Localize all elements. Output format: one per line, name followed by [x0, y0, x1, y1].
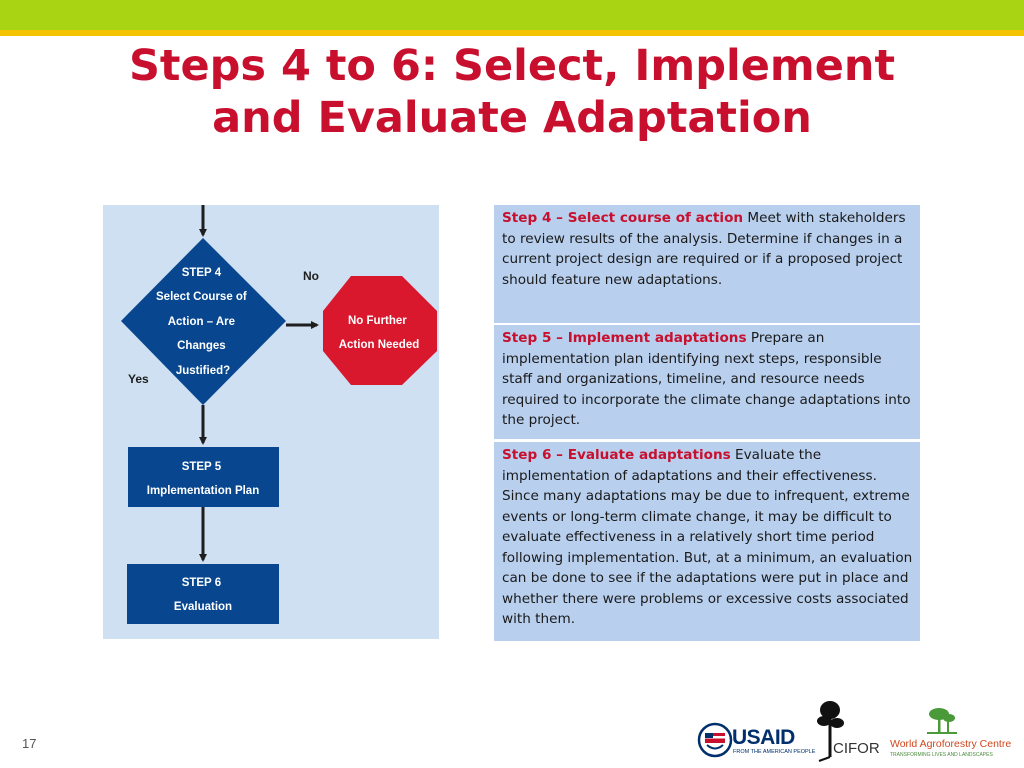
icraf-wordmark: World Agroforestry Centre: [890, 738, 1012, 750]
step5-text: STEP 5 Implementation Plan: [147, 461, 259, 497]
step4-description: Step 4 – Select course of action Meet wi…: [494, 205, 920, 323]
step5-box: [128, 447, 279, 507]
slide-title-line-1: Steps 4 to 6: Select, Implement: [128, 41, 896, 91]
partner-logos: USAID FROM THE AMERICAN PEOPLE CIFOR Wor…: [697, 697, 1012, 763]
step5-line: Implementation Plan: [147, 485, 259, 497]
step4-decision-line: Justified?: [176, 365, 230, 377]
step6-line: STEP 6: [182, 577, 221, 589]
no-further-action-stop-sign: [323, 276, 437, 385]
steps-description-panel: Step 4 – Select course of action Meet wi…: [494, 205, 920, 641]
slide-number: 17: [22, 736, 37, 751]
usaid-seal-icon: [697, 722, 733, 758]
step4-decision-text: STEP 4 Select Course of Action – Are Cha…: [156, 267, 250, 377]
stop-sign-line: Action Needed: [339, 339, 420, 351]
step5-description: Step 5 – Implement adaptations Prepare a…: [494, 325, 920, 439]
stop-sign-line: No Further: [348, 315, 407, 327]
stop-sign-text: No Further Action Needed: [339, 315, 420, 351]
usaid-tagline: FROM THE AMERICAN PEOPLE: [733, 749, 816, 755]
icraf-tagline: TRANSFORMING LIVES AND LANDSCAPES: [890, 752, 993, 758]
logo-graphics: [697, 701, 957, 762]
usaid-wordmark: USAID: [732, 726, 795, 749]
step4-heading: Step 4 – Select course of action: [502, 210, 744, 226]
step6-line: Evaluation: [174, 601, 232, 613]
step5-heading: Step 5 – Implement adaptations: [502, 330, 747, 346]
top-green-bar: [0, 0, 1024, 30]
slide-title: Steps 4 to 6: Select, Implement and Eval…: [60, 40, 964, 144]
flowchart-panel: STEP 4 Select Course of Action – Are Cha…: [103, 205, 439, 639]
step6-description: Step 6 – Evaluate adaptations Evaluate t…: [494, 442, 920, 641]
step6-heading: Step 6 – Evaluate adaptations: [502, 447, 731, 463]
step4-body: Meet with stakeholders to review results…: [502, 210, 906, 288]
step5-line: STEP 5: [182, 461, 222, 473]
flowchart-diagram: STEP 4 Select Course of Action – Are Cha…: [121, 205, 437, 624]
step4-decision-line: Action – Are: [168, 316, 235, 328]
step6-box: [127, 564, 279, 624]
cifor-wordmark: CIFOR: [833, 740, 880, 757]
step4-decision-diamond: [121, 238, 286, 405]
yes-label: Yes: [128, 372, 149, 386]
step6-text: STEP 6 Evaluation: [174, 577, 232, 613]
step6-body: Evaluate the implementation of adaptatio…: [502, 447, 913, 627]
step4-decision-line: STEP 4: [182, 267, 222, 279]
no-label: No: [303, 269, 319, 283]
icraf-trees-icon: [927, 708, 957, 734]
step5-body: Prepare an implementation plan identifyi…: [502, 330, 911, 428]
cifor-tree-icon: [817, 701, 844, 762]
slide-title-line-2: and Evaluate Adaptation: [212, 93, 812, 143]
step4-decision-line: Select Course of: [156, 291, 247, 303]
top-yellow-line: [0, 30, 1024, 36]
step4-decision-line: Changes: [177, 340, 226, 352]
